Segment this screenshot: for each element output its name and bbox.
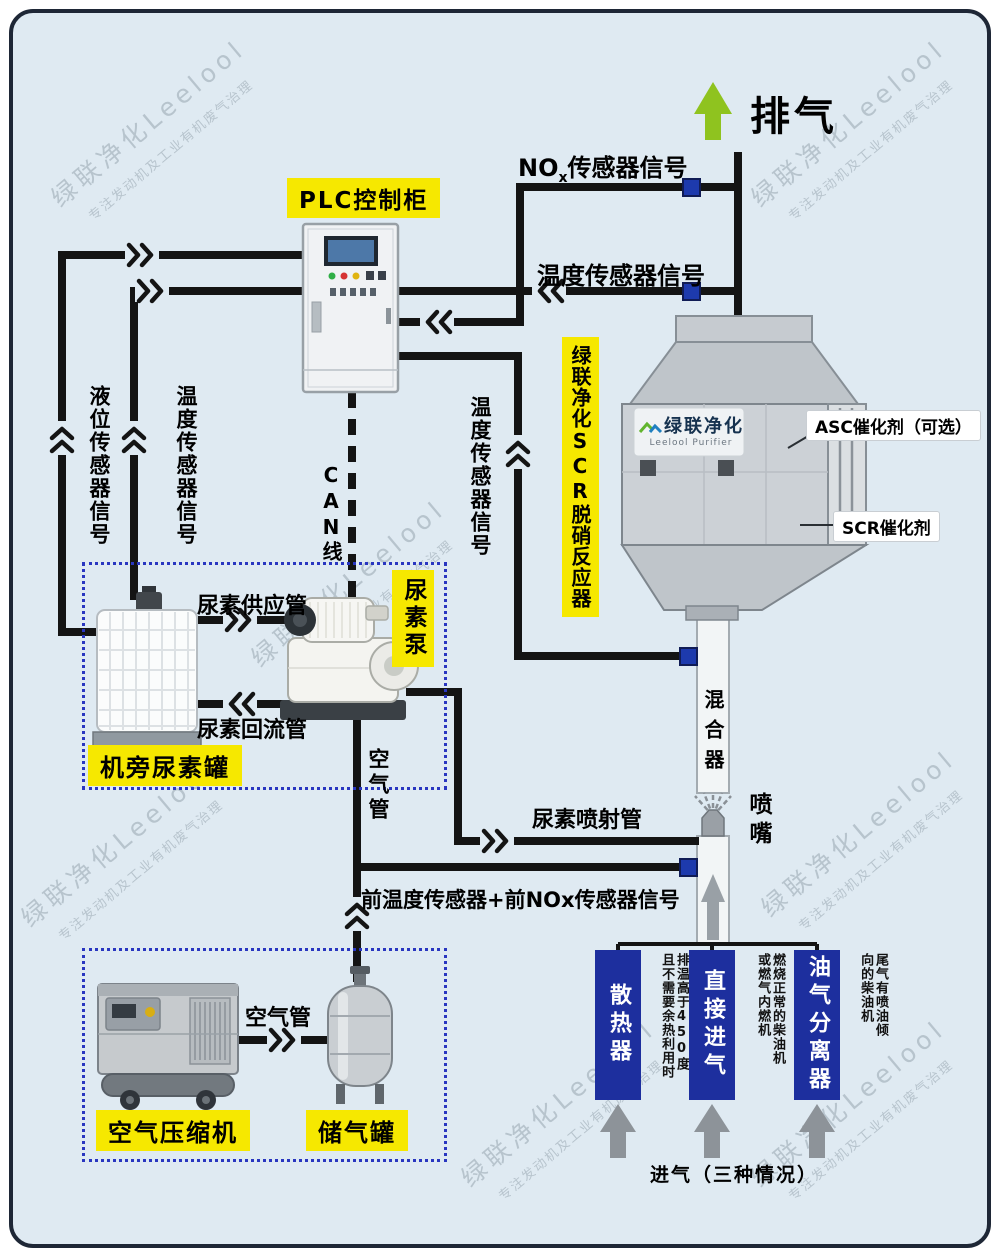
outlet-temp-signal-label: 温度传感器信号 [468,396,492,557]
exhaust-arrow-icon [694,82,732,140]
flow-arrows [49,242,565,1053]
intake-note-radiator: 排温高于450度且不需要余热利用时 [659,953,689,1079]
leelool-logo-mark [638,421,663,434]
air-pipe-horizontal-label: 空气管 [245,1006,312,1031]
reactor-side-label: 绿联净化SCR脱硝反应器 [562,337,599,617]
urea-injection-label: 尿素喷射管 [532,808,643,833]
intake-flow-arrow-icon [701,874,725,940]
intake-note-direct: 燃烧正常的柴油机或燃气内燃机 [755,953,785,1065]
can-bus-label: CAN线 [319,463,343,563]
urea-supply-label: 尿素供应管 [197,594,308,619]
nozzle-label: 喷嘴 [745,792,771,850]
compressed-air-area [82,948,447,1162]
intake-caption: 进气（三种情况） [650,1164,819,1186]
air-tank-label: 储气罐 [306,1110,408,1151]
air-pipe-vertical-label: 空气管 [366,748,390,823]
temp-signal-label: 温度传感器信号 [537,262,705,290]
reactor-logo: 绿联净化 Leelool Purifier [638,412,744,448]
nox-signal-label: NOx传感器信号 [518,154,688,186]
sensor-connectors [679,178,701,877]
asc-catalyst-label: ASC催化剂（可选） [806,410,981,441]
exhaust-label: 排气 [750,94,838,140]
front-sensors-label: 前温度传感器+前NOx传感器信号 [361,888,680,912]
urea-pump-graphic [280,597,419,720]
plc-cabinet-graphic [301,222,400,394]
scr-catalyst-label: SCR催化剂 [833,511,940,542]
air-tank-graphic [327,966,393,1104]
intake-option-direct: 直接进气 [689,950,735,1100]
intake-option-separator: 油气分离器 [794,950,840,1100]
level-signal-label: 液位传感器信号 [87,385,111,546]
urea-tank-label: 机旁尿素罐 [88,745,242,786]
tank-temp-signal-label: 温度传感器信号 [174,385,198,546]
mixer-label: 混合器 [701,689,725,779]
nozzle-icon [694,792,732,837]
intake-option-arrows [600,1104,835,1158]
plc-label: PLC控制柜 [287,178,441,218]
urea-station-area [82,562,447,790]
air-compressor-label: 空气压缩机 [96,1110,250,1151]
air-compressor-graphic [97,983,239,1110]
intake-note-separator: 尾气有喷油倾向的柴油机 [858,953,888,1037]
urea-pump-label: 尿素泵 [392,570,434,667]
intake-option-radiator: 散热器 [595,950,641,1100]
urea-return-label: 尿素回流管 [197,718,308,743]
scr-reactor-graphic [620,315,870,621]
